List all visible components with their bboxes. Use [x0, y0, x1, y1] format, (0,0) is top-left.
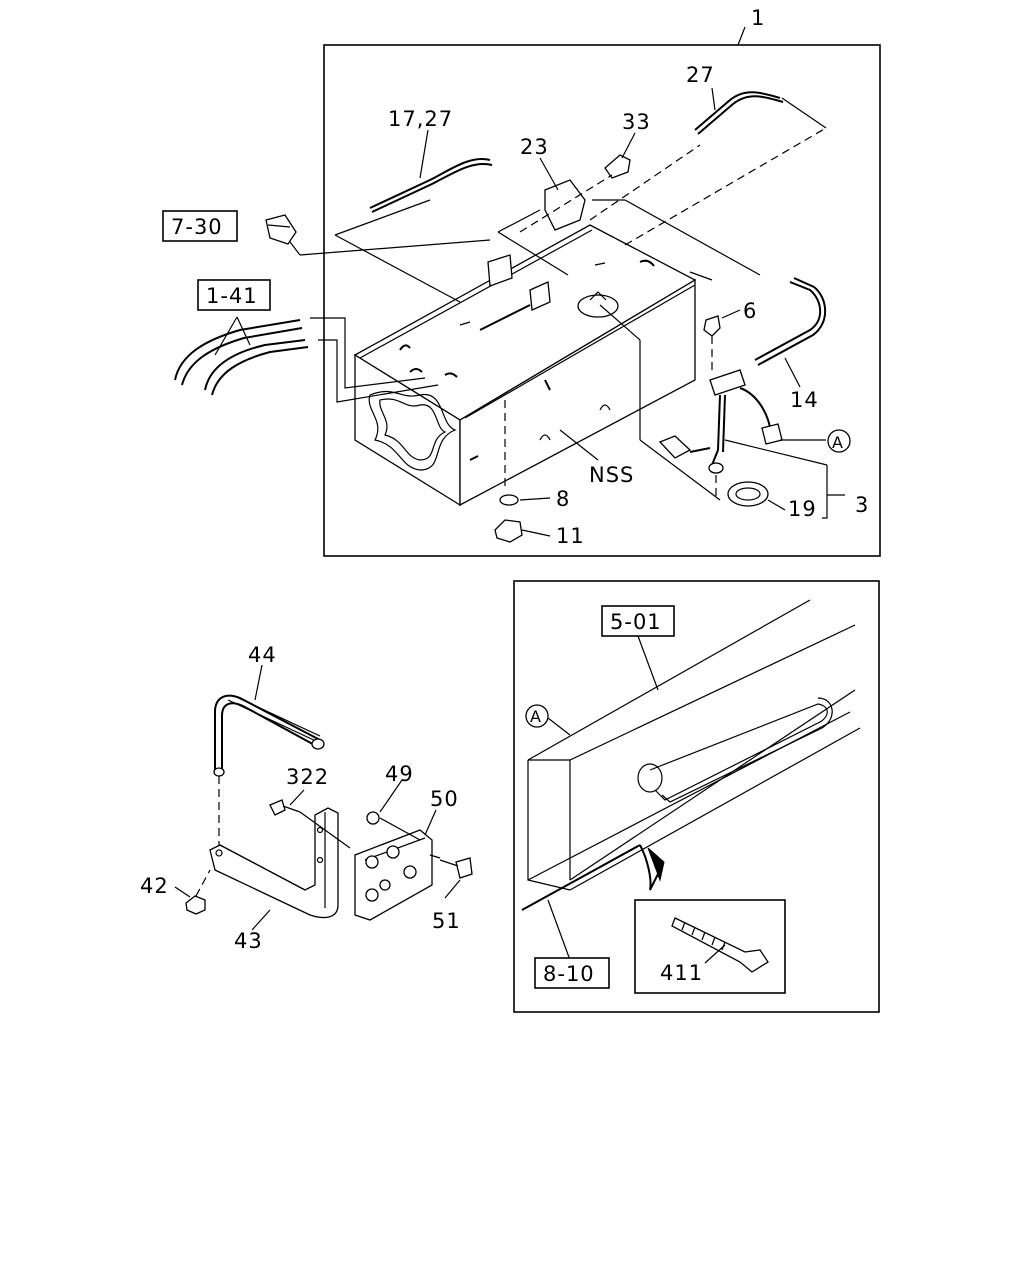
bracket-50	[354, 829, 433, 921]
ref-1-41: 1-41	[206, 284, 258, 308]
label-411: 411	[660, 961, 703, 985]
hose-17-27	[369, 158, 493, 213]
circle-a-top	[827, 429, 851, 453]
label-1: 1	[751, 6, 765, 30]
bracket-43	[209, 807, 339, 919]
ref-8-10: 8-10	[543, 962, 595, 986]
label-3: 3	[855, 493, 869, 517]
callout-labels: 1 27 17,27 23 33 6 14 3 19 8 11 NSS A 44…	[140, 6, 869, 985]
hose-27	[694, 91, 784, 135]
label-nss: NSS	[589, 463, 634, 487]
gasket-19	[727, 481, 769, 507]
bottom-left-leaders	[174, 664, 461, 931]
ref-7-30: 7-30	[171, 215, 223, 239]
part-23	[544, 179, 586, 231]
label-23: 23	[520, 135, 549, 159]
label-11: 11	[556, 524, 585, 548]
ref-box-5-01[interactable]	[601, 605, 675, 637]
bolt-51	[439, 857, 473, 879]
label-44: 44	[248, 643, 277, 667]
label-17-27: 17,27	[388, 107, 453, 131]
label-6: 6	[743, 299, 757, 323]
ref-box-7-30[interactable]	[162, 210, 238, 242]
top-leaders	[214, 87, 845, 537]
label-8: 8	[556, 487, 570, 511]
ref-box-1-41[interactable]	[197, 279, 271, 311]
label-14: 14	[790, 388, 819, 412]
nut-49	[366, 811, 380, 825]
label-33: 33	[622, 110, 651, 134]
arrow-to-tie	[639, 844, 661, 891]
frame-rail	[521, 599, 861, 911]
bolt-322	[269, 799, 301, 816]
strap-44	[213, 694, 325, 777]
nut-42	[185, 895, 206, 915]
cable-tie-411	[671, 917, 769, 973]
label-51: 51	[432, 909, 461, 933]
label-27: 27	[686, 63, 715, 87]
part-6	[703, 315, 721, 337]
plug-11	[494, 519, 523, 543]
reference-boxes: 7-30 1-41 5-01 8-10	[162, 210, 675, 989]
label-49: 49	[385, 762, 414, 786]
leader-1	[737, 26, 746, 46]
circle-a-bottom	[525, 704, 549, 728]
label-42: 42	[140, 874, 169, 898]
pipes-1-41	[174, 319, 309, 396]
label-a-top: A	[832, 433, 844, 452]
label-19: 19	[788, 497, 817, 521]
label-50: 50	[430, 787, 459, 811]
washer-8	[499, 494, 519, 506]
label-43: 43	[234, 929, 263, 953]
label-322: 322	[286, 765, 329, 789]
fuel-sender-3	[658, 369, 783, 474]
label-a-bottom: A	[530, 707, 542, 726]
hose-14	[754, 277, 827, 366]
part-7-30	[265, 214, 297, 245]
ref-5-01: 5-01	[610, 610, 662, 634]
ref-box-8-10[interactable]	[534, 957, 610, 989]
bottom-right-leaders	[547, 635, 726, 964]
